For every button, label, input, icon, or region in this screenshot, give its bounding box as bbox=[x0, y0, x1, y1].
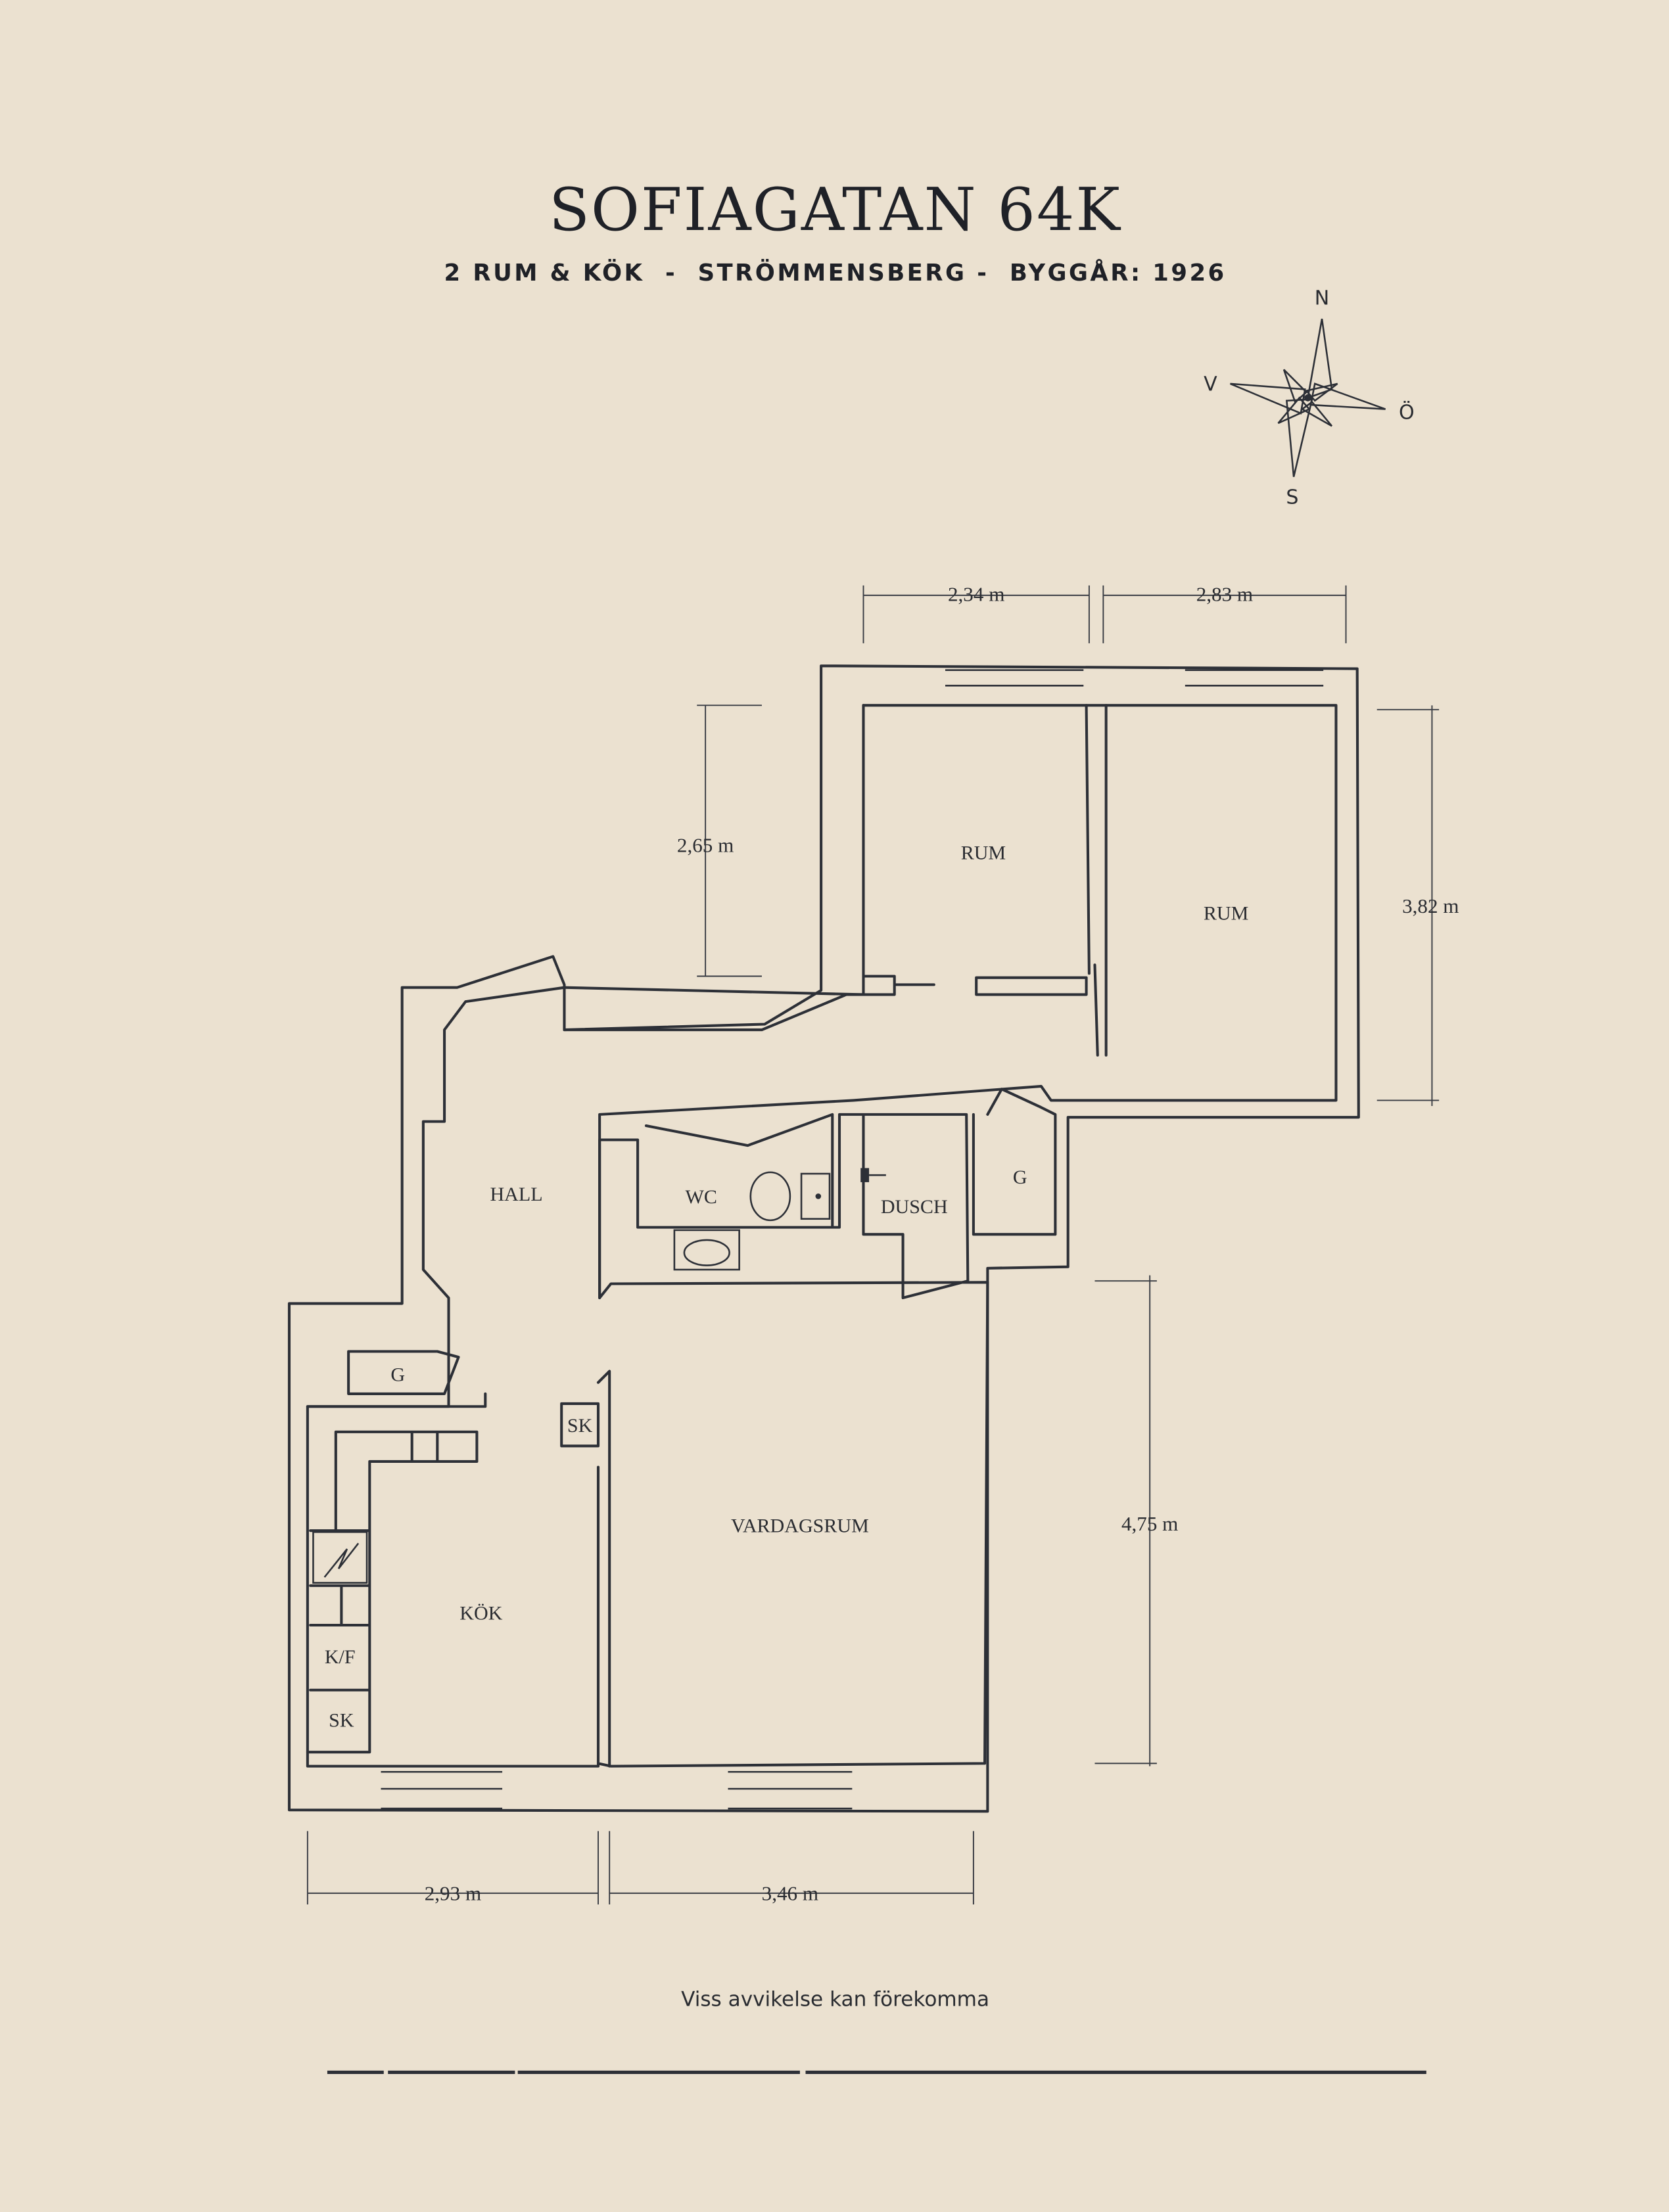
dimension-lines bbox=[306, 585, 1440, 1905]
footer-note: Viss avvikelse kan förekomma bbox=[681, 1988, 989, 2012]
compass-rose-icon bbox=[1230, 318, 1386, 477]
toilet-icon bbox=[749, 1171, 831, 1222]
compass-south-label: S bbox=[1286, 486, 1298, 509]
stove-icon bbox=[312, 1531, 368, 1584]
sink-icon bbox=[673, 1229, 740, 1271]
room-label-dusch: DUSCH bbox=[881, 1195, 948, 1218]
dimension-top-right: 2,83 m bbox=[1196, 582, 1253, 605]
dimension-bottom-left: 2,93 m bbox=[425, 1882, 481, 1905]
dimension-left-height: 2,65 m bbox=[677, 834, 734, 857]
window-top-right bbox=[1185, 669, 1324, 706]
bedroom-1-wall bbox=[563, 704, 1088, 996]
outer-wall bbox=[287, 664, 1360, 1813]
room-label-kok: KÖK bbox=[459, 1601, 502, 1624]
dimension-bottom-right: 3,46 m bbox=[762, 1882, 818, 1905]
room-label-wc: WC bbox=[685, 1186, 717, 1208]
room-label-garderob-bath: G bbox=[1013, 1166, 1027, 1188]
inner-wall-line bbox=[306, 704, 1338, 1768]
room-label-kf: K/F bbox=[325, 1646, 356, 1668]
page-title: SOFIAGATAN 64K bbox=[549, 175, 1121, 244]
room-label-rum-2: RUM bbox=[1204, 902, 1248, 925]
window-top-left bbox=[945, 669, 1084, 706]
bathroom-wall bbox=[598, 1088, 1057, 1299]
dimension-living-height: 4,75 m bbox=[1121, 1512, 1178, 1535]
dimension-right-height: 3,82 m bbox=[1402, 894, 1459, 917]
compass-north-label: N bbox=[1315, 287, 1329, 310]
window-bottom-left bbox=[381, 1770, 503, 1810]
room-label-rum-1: RUM bbox=[961, 841, 1006, 864]
bedroom-divider-wall bbox=[1085, 704, 1108, 1057]
compass-east-label: Ö bbox=[1399, 400, 1415, 425]
kitchen-counter bbox=[306, 1392, 487, 1754]
room-label-garderob-hall: G bbox=[390, 1364, 405, 1386]
window-bottom-right bbox=[728, 1770, 853, 1810]
room-label-vardagsrum: VARDAGSRUM bbox=[731, 1514, 869, 1536]
dimension-top-left: 2,34 m bbox=[948, 582, 1004, 605]
shower-head-icon bbox=[860, 1168, 886, 1182]
hall-closet-wall bbox=[347, 1350, 611, 1768]
compass-west-label: V bbox=[1204, 373, 1217, 396]
page-subtitle: 2 RUM & KÖK - STRÖMMENSBERG - BYGGÅR: 19… bbox=[444, 259, 1227, 287]
room-label-sk-kok: SK bbox=[329, 1709, 354, 1732]
room-label-sk-hall: SK bbox=[567, 1414, 593, 1437]
room-label-hall: HALL bbox=[490, 1183, 542, 1205]
corridor-wall bbox=[563, 993, 865, 1032]
